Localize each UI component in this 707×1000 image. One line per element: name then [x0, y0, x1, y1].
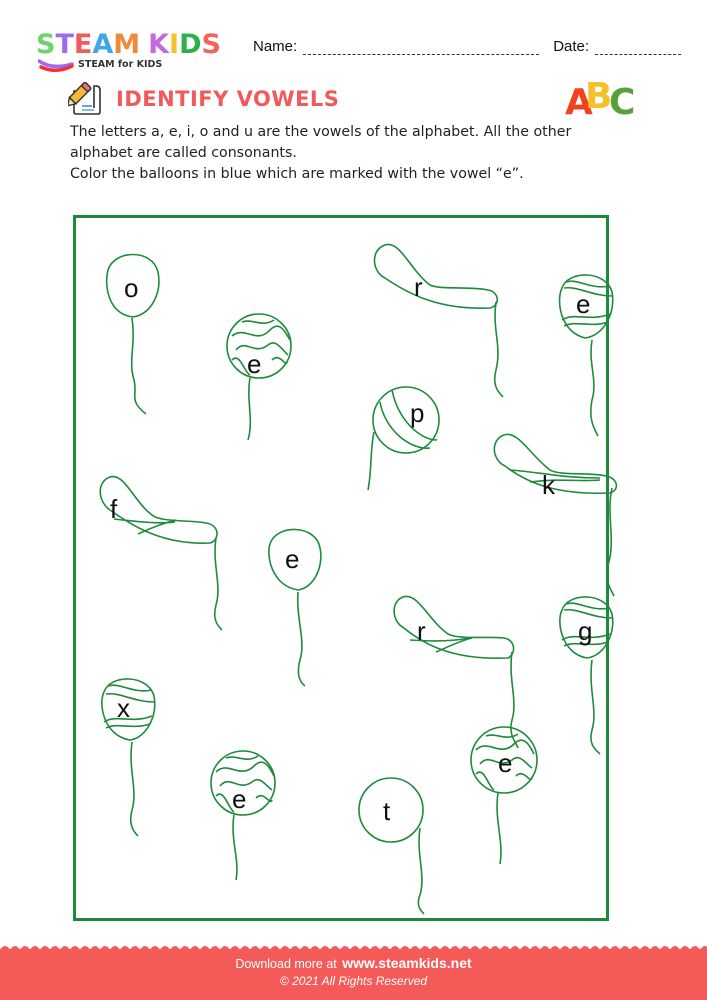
balloon-g-wavy[interactable]: g	[559, 596, 614, 755]
balloon-r-long[interactable]: r	[373, 243, 504, 398]
balloon-t-plain[interactable]: t	[358, 777, 425, 915]
balloon-letter: e	[498, 748, 512, 778]
instructions: The letters a, e, i, o and u are the vow…	[70, 122, 630, 185]
balloon-k-long[interactable]: k	[493, 433, 618, 597]
download-label: Download more at	[235, 957, 337, 971]
balloon-letter: e	[247, 349, 261, 379]
logo-letter: M	[113, 29, 141, 60]
balloon-e-wavy[interactable]: e	[558, 274, 614, 437]
balloon-letter: t	[383, 796, 391, 826]
site-link[interactable]: www.steamkids.net	[342, 955, 472, 971]
scalloped-footer-bg	[0, 942, 707, 1000]
date-label: Date:	[553, 38, 590, 55]
logo-letter: A	[92, 29, 114, 60]
balloon-letter: e	[576, 289, 590, 319]
smile-swoosh-icon	[38, 59, 74, 72]
date-field[interactable]	[595, 41, 682, 55]
name-field[interactable]	[303, 41, 540, 55]
name-label: Name:	[253, 38, 298, 55]
logo-letter: K	[148, 29, 170, 60]
copyright: © 2021 All Rights Reserved	[279, 974, 428, 988]
pencil-paper-icon	[68, 82, 101, 115]
logo-letter: T	[55, 29, 74, 60]
balloon-p-striped[interactable]: p	[367, 386, 440, 491]
balloon-letter: e	[232, 784, 246, 814]
balloon-f-long[interactable]: f	[99, 475, 223, 631]
balloon-letter: r	[417, 616, 426, 646]
svg-text:B: B	[585, 76, 612, 117]
balloon-e-swirl-2[interactable]: e	[210, 750, 276, 881]
balloon-letter: e	[285, 544, 299, 574]
svg-text:A: A	[565, 82, 593, 120]
abc-letters-icon: A B C	[565, 76, 635, 120]
balloon-letter: f	[110, 494, 118, 524]
instruction-line: The letters a, e, i, o and u are the vow…	[70, 124, 572, 140]
balloon-letter: p	[410, 398, 424, 428]
balloon-letter: g	[578, 616, 592, 646]
logo-letter: D	[179, 29, 202, 60]
footer: Download more at www.steamkids.net © 202…	[0, 942, 707, 1000]
balloon-e-swirl-3[interactable]: e	[470, 726, 538, 865]
instruction-line: alphabet are called consonants.	[70, 145, 297, 161]
svg-text:C: C	[609, 82, 635, 120]
balloon-letter: x	[117, 693, 130, 723]
balloon-e-swirl[interactable]: e	[226, 313, 292, 441]
logo-subtitle: STEAM for KIDS	[78, 59, 163, 70]
download-more-text: Download more at www.steamkids.net	[0, 955, 707, 971]
balloon-r-long-2[interactable]: r	[393, 595, 519, 749]
balloon-letter: o	[124, 273, 138, 303]
logo-letter: S	[201, 29, 221, 60]
balloon-o[interactable]: o	[105, 253, 160, 415]
logo-letter: E	[73, 29, 93, 60]
logo-letter: I	[169, 29, 180, 60]
balloon-letter: r	[414, 272, 423, 302]
instruction-line: Color the balloons in blue which are mar…	[70, 166, 524, 182]
logo-letter: S	[36, 29, 56, 60]
balloon-e-plain[interactable]: e	[268, 528, 322, 687]
balloon-x-wavy[interactable]: x	[101, 678, 156, 837]
balloon-letter: k	[542, 470, 556, 500]
worksheet-title: IDENTIFY VOWELS	[116, 87, 340, 111]
worksheet-title-row: IDENTIFY VOWELS	[68, 82, 339, 116]
name-date-row: Name: Date:	[253, 38, 682, 55]
